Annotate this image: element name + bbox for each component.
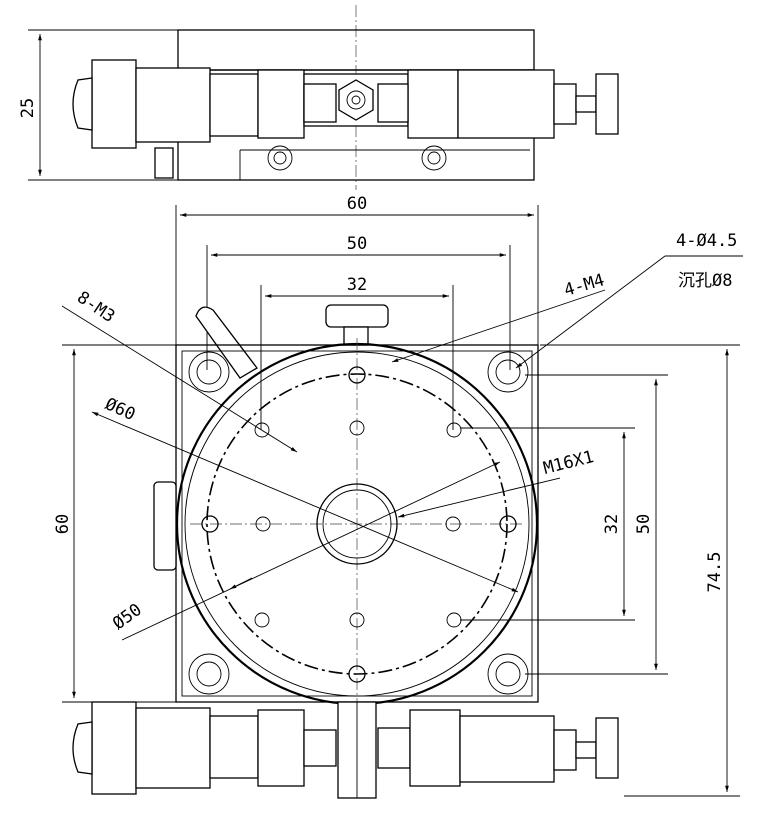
side-view: 25 [18,5,619,190]
callout-dia-60: Ø60 [102,394,138,425]
callout-8-m3: 8-M3 [73,288,118,327]
dim-32-right: 32 [602,514,622,534]
horizontal-dimensions: 60 50 32 [175,194,539,430]
dim-74-5: 74.5 [705,552,725,593]
callout-4-dia-4-5: 4-Ø4.5 [676,231,737,251]
vertical-dimensions: 60 32 50 74.5 [53,344,740,797]
callout-4-m4: 4-M4 [562,270,607,301]
dim-25: 25 [18,98,38,118]
callout-counterbore: 沉孔Ø8 [678,271,732,291]
callout-dia-50: Ø50 [109,600,146,634]
plan-view [72,304,619,799]
dim-60-left: 60 [53,514,73,534]
dim-50-right: 50 [634,514,654,534]
dim-50-top: 50 [347,234,367,254]
dim-60-top: 60 [347,194,367,214]
callout-m16x1: M16X1 [541,447,596,479]
dim-32-top: 32 [347,275,367,295]
callouts: 8-M3 4-M4 4-Ø4.5 沉孔Ø8 M16X1 Ø60 Ø50 [61,231,743,641]
